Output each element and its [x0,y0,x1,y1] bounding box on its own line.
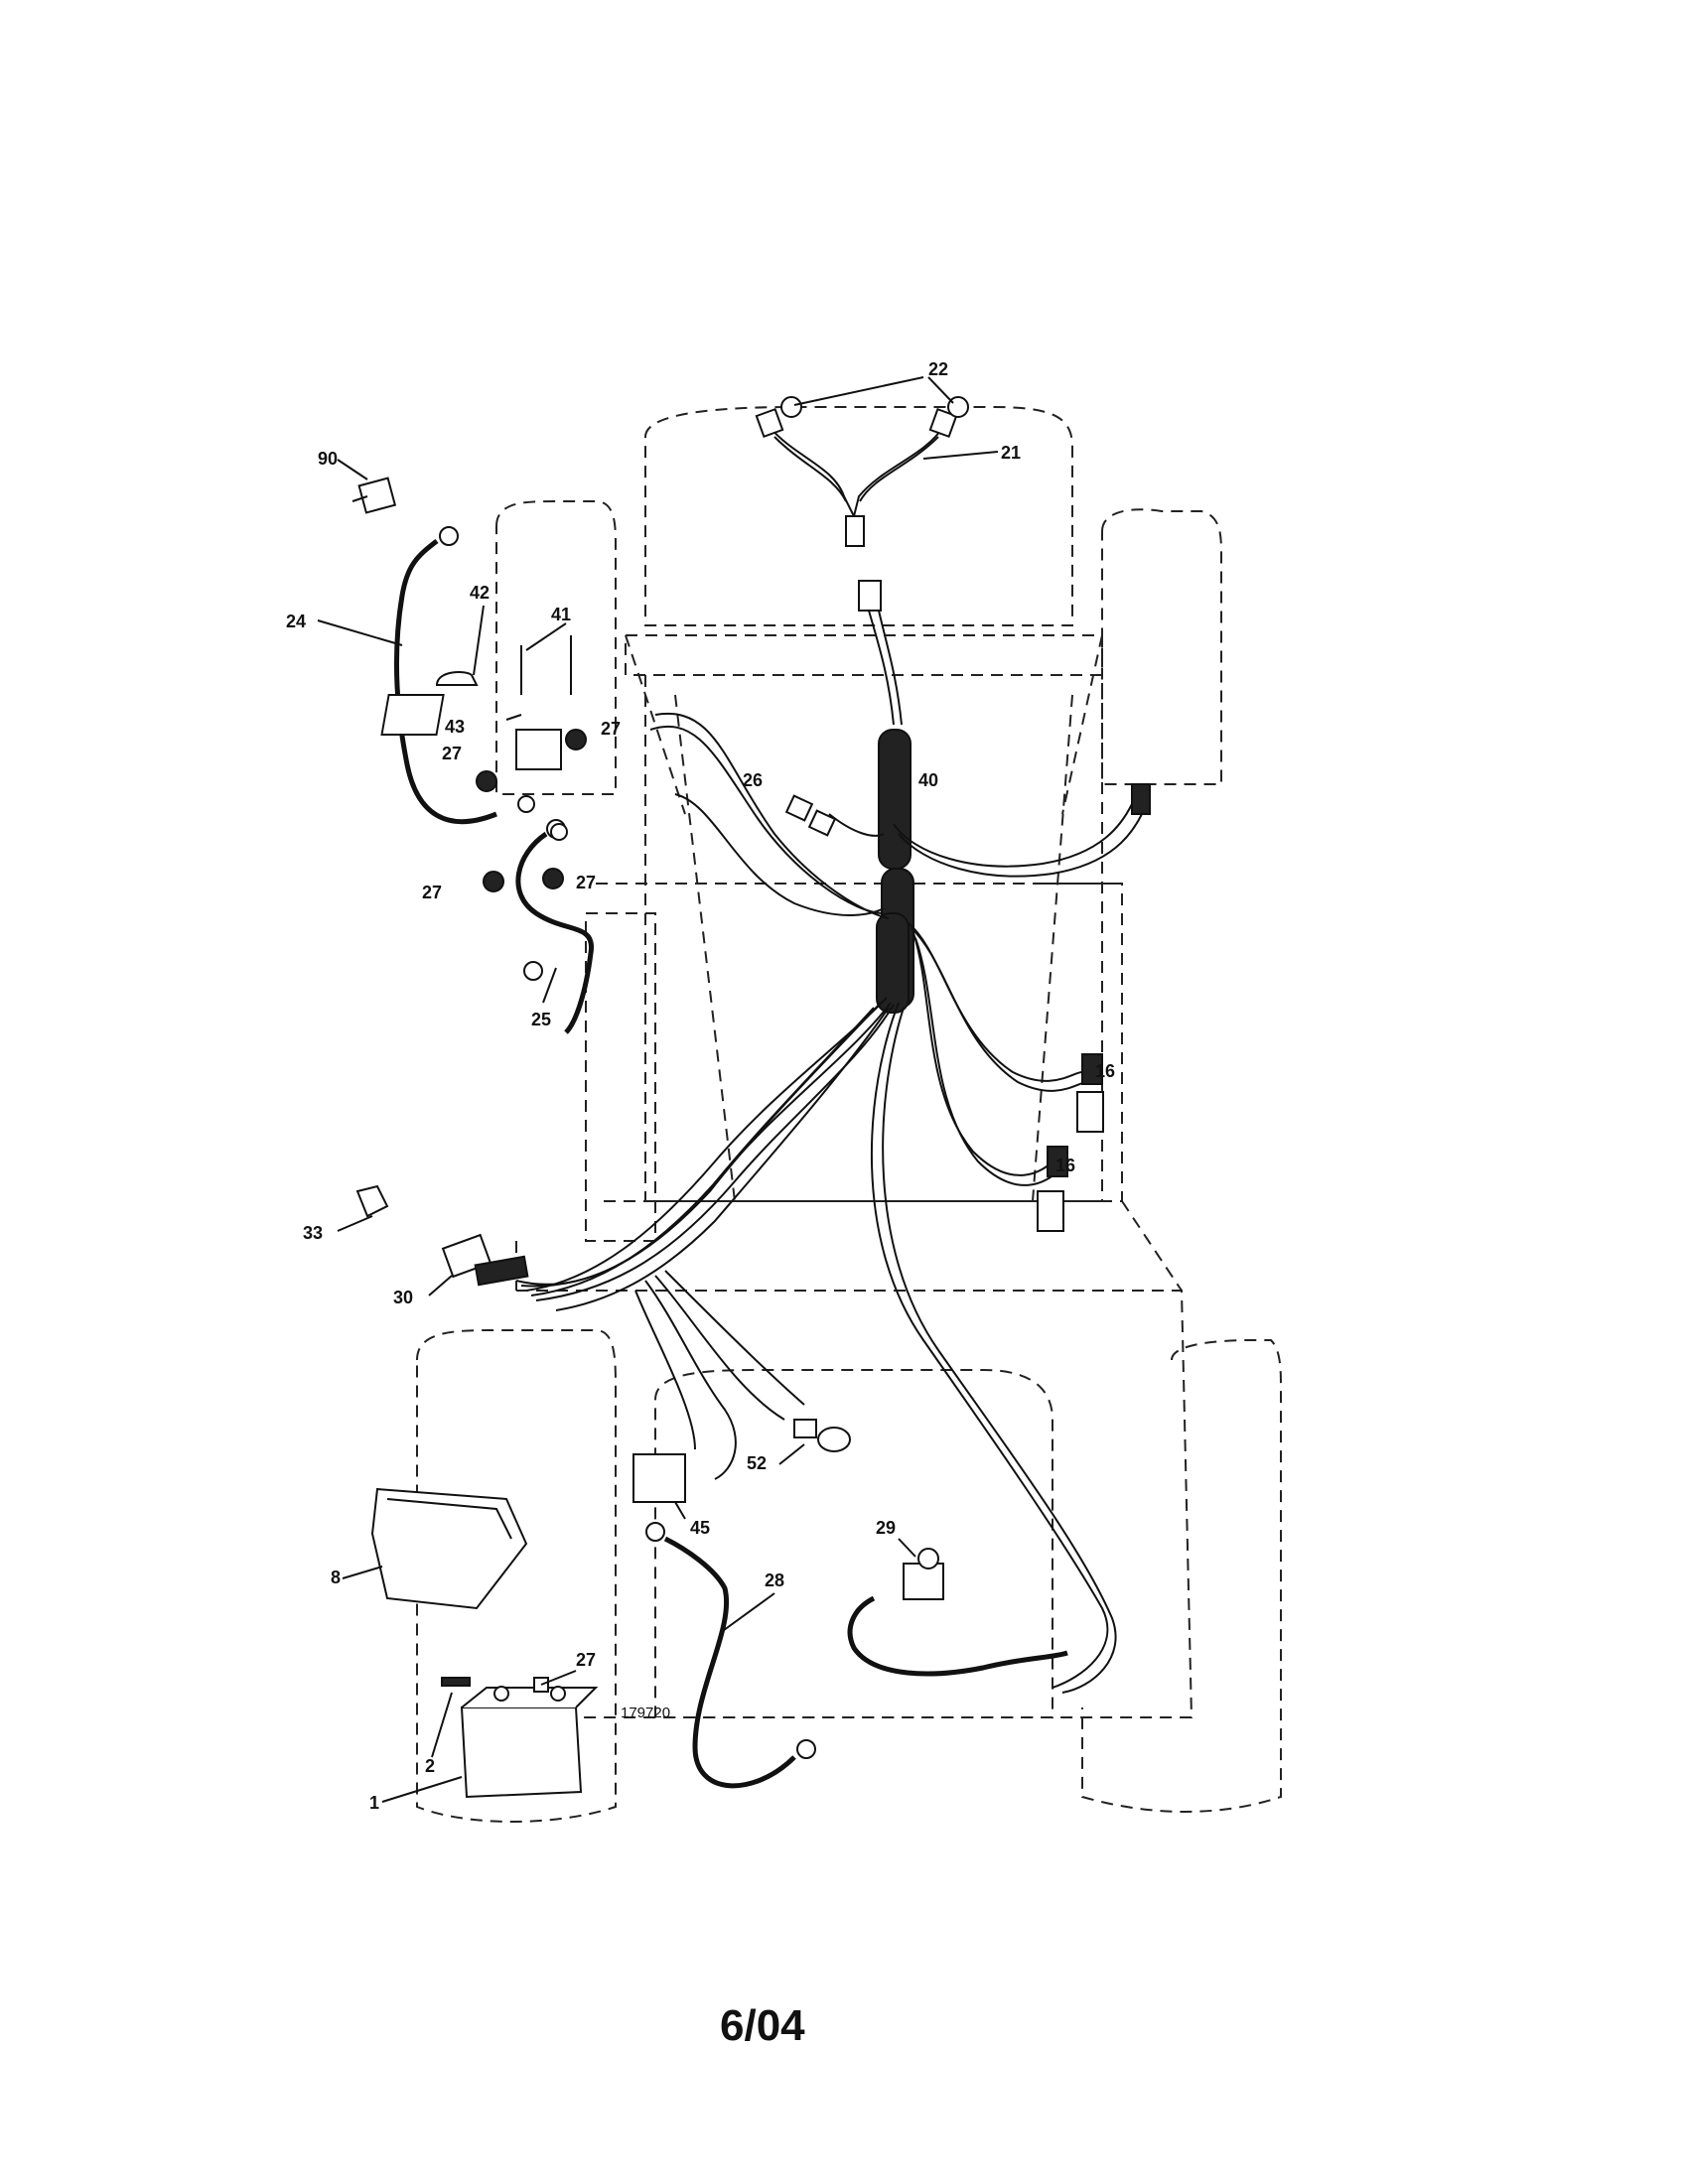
ignition-switch-30 [428,1233,529,1297]
left-bulb-cap [780,396,802,418]
callout-26: 26 [743,770,763,790]
part-29 [898,1538,944,1600]
main-harness [515,580,1143,1694]
callout-16-b: 16 [1055,1156,1075,1175]
callout-42: 42 [470,583,490,603]
callout-22: 22 [928,359,948,379]
callout-52: 52 [747,1453,767,1473]
connector-16-upper [1076,1053,1104,1133]
left-headlight-bulb [755,407,784,439]
diagram-number: 179720 [621,1705,670,1721]
callout-29: 29 [876,1518,896,1538]
headlight-connector [845,515,865,547]
part-42-cover [435,671,479,686]
callout-27-a: 27 [442,744,462,763]
cable-25 [515,819,594,1034]
callout-2: 2 [425,1756,435,1776]
part-45-module [632,1453,686,1520]
cable-28 [645,1522,816,1789]
right-fender-connector [1131,783,1151,815]
callout-21: 21 [1001,443,1021,463]
callout-27-e: 27 [576,1650,596,1670]
callout-25: 25 [531,1010,551,1029]
headlight-harness [755,376,999,547]
battery-tray-8 [342,1487,528,1610]
harness-front-connector [858,580,882,612]
callout-8: 8 [331,1568,341,1587]
callout-90: 90 [318,449,338,469]
callout-1: 1 [369,1793,379,1813]
callout-16-a: 16 [1095,1061,1115,1081]
callout-27-d: 27 [576,873,596,892]
callout-45: 45 [690,1518,710,1538]
wire-loom-40 [876,729,914,1014]
callout-24: 24 [286,612,306,631]
part-26-connector [784,794,837,837]
right-headlight-bulb [928,407,958,439]
solenoid-assembly [380,605,587,892]
callout-27-c: 27 [422,883,442,902]
part-90 [337,459,397,514]
callout-labels: 22 21 90 42 41 24 43 27 27 26 40 27 27 2… [286,359,1115,1813]
coiled-cable [847,1595,1068,1677]
part-33 [337,1184,389,1232]
callout-30: 30 [393,1288,413,1307]
callout-43: 43 [445,717,465,737]
callout-41: 41 [551,605,571,624]
date-code: 6/04 [720,2001,805,2050]
part-52-light [778,1419,851,1465]
callout-28: 28 [765,1570,784,1590]
callout-40: 40 [918,770,938,790]
callout-33: 33 [303,1223,323,1243]
battery-1 [381,1686,599,1803]
battery-hardware [431,1670,577,1758]
callout-27-b: 27 [601,719,621,739]
tractor-outline [416,406,1282,1823]
connector-16-lower [1037,1146,1068,1232]
